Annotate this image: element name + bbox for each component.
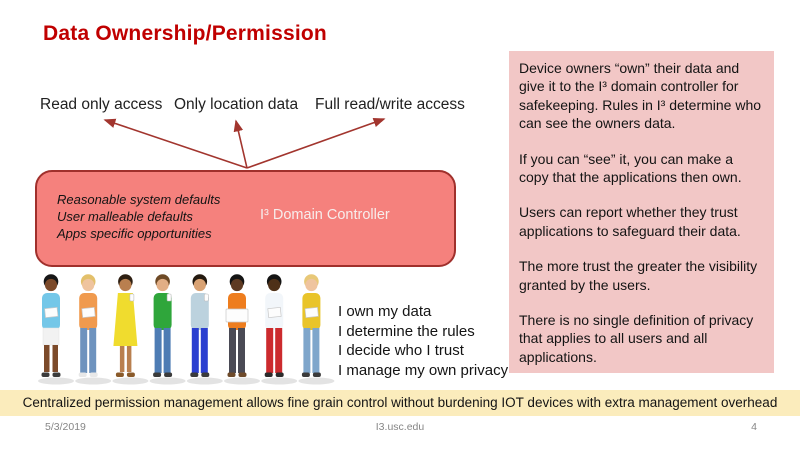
person-leg — [126, 346, 132, 372]
access-label-read-only: Read only access — [40, 96, 163, 113]
tablet-icon — [44, 306, 59, 318]
arrow-to-full-access — [246, 117, 386, 169]
tablet-icon — [81, 306, 96, 318]
person-shoe — [227, 372, 236, 377]
person-shoe — [238, 372, 247, 377]
person-leg — [303, 328, 311, 373]
person-shoe — [153, 372, 162, 377]
person-torso — [153, 293, 172, 330]
phone-icon — [204, 293, 209, 302]
controller-default-item: User malleable defaults — [57, 209, 193, 224]
person-shoe — [52, 372, 61, 377]
arrow-to-location-only — [233, 119, 248, 169]
person-shoe — [89, 372, 98, 377]
person-leg — [266, 328, 274, 373]
footer-date: 5/3/2019 — [45, 421, 86, 433]
ownership-line: I decide who I trust — [338, 342, 464, 359]
person-head — [305, 278, 318, 292]
page-title: Data Ownership/Permission — [43, 22, 327, 45]
arrow-to-read-only — [103, 118, 248, 169]
domain-controller-box: Reasonable system defaults User malleabl… — [35, 170, 456, 267]
tablet-icon — [304, 306, 319, 318]
person-head — [44, 278, 58, 292]
person-shadow — [149, 377, 186, 385]
person-head — [193, 278, 206, 292]
person-leg — [154, 328, 162, 373]
person-leg — [44, 345, 50, 372]
person-leg — [89, 328, 97, 373]
person-leg — [312, 328, 320, 373]
person-shadow — [112, 377, 149, 385]
people-photo — [38, 274, 335, 385]
person-shadow — [224, 377, 260, 385]
domain-controller-label: I³ Domain Controller — [260, 207, 390, 223]
person-shoe — [201, 372, 210, 377]
person-head — [268, 278, 281, 292]
person-leg — [229, 328, 236, 373]
person-shoe — [301, 372, 310, 377]
person-leg — [191, 328, 199, 373]
person-head — [230, 278, 244, 292]
person-leg — [163, 328, 171, 373]
person-shadow — [261, 377, 298, 385]
person-head — [156, 278, 169, 292]
phone-icon — [129, 293, 135, 302]
controller-default-item: Apps specific opportunities — [57, 226, 212, 241]
footer-site: I3.usc.edu — [375, 421, 425, 433]
person-head — [82, 278, 95, 292]
person-shoe — [275, 372, 284, 377]
footer-page-number: 4 — [751, 421, 757, 433]
person-leg — [52, 345, 58, 372]
person-shadow — [75, 377, 112, 385]
panel-paragraph: The more trust the greater the visibilit… — [519, 258, 758, 293]
person-shoe — [312, 372, 321, 377]
controller-default-item: Reasonable system defaults — [57, 192, 221, 207]
person-shoe — [115, 372, 124, 377]
access-label-location-only: Only location data — [174, 96, 299, 113]
bottom-banner: Centralized permission management allows… — [0, 390, 800, 416]
person-leg — [238, 328, 245, 373]
ownership-line: I manage my own privacy — [338, 361, 509, 379]
person-shoe — [164, 372, 173, 377]
ownership-line: I own my data — [338, 303, 432, 320]
person-leg — [200, 328, 208, 373]
person-shadow — [298, 377, 335, 385]
explanation-panel: Device owners “own” their data and give … — [509, 51, 774, 373]
access-label-full-read-write: Full read/write access — [315, 96, 465, 113]
person-leg — [275, 328, 283, 373]
ownership-statements: I own my data I determine the rules I de… — [338, 302, 508, 380]
person-shadow — [38, 377, 74, 385]
ownership-line: I determine the rules — [338, 322, 475, 340]
person-head — [119, 278, 132, 292]
person-shoe — [41, 372, 50, 377]
laptop-icon — [225, 308, 249, 323]
person-dress — [113, 293, 138, 346]
person-shoe — [190, 372, 199, 377]
panel-paragraph: There is no single definition of privacy… — [519, 312, 754, 365]
person-shorts — [42, 327, 60, 346]
person-torso — [190, 293, 209, 330]
phone-icon — [166, 293, 172, 302]
panel-paragraph: If you can “see” it, you can make a copy… — [519, 150, 742, 186]
person-shoe — [126, 372, 135, 377]
person-shoe — [78, 372, 87, 377]
panel-paragraph: Device owners “own” their data and give … — [519, 60, 762, 132]
person-shoe — [264, 372, 273, 377]
person-leg — [80, 328, 88, 373]
person-shadow — [186, 377, 223, 385]
controller-defaults-list: Reasonable system defaults User malleabl… — [57, 191, 220, 242]
tablet-icon — [267, 306, 282, 318]
panel-paragraph: Users can report whether they trust appl… — [519, 204, 741, 239]
person-leg — [119, 346, 125, 372]
